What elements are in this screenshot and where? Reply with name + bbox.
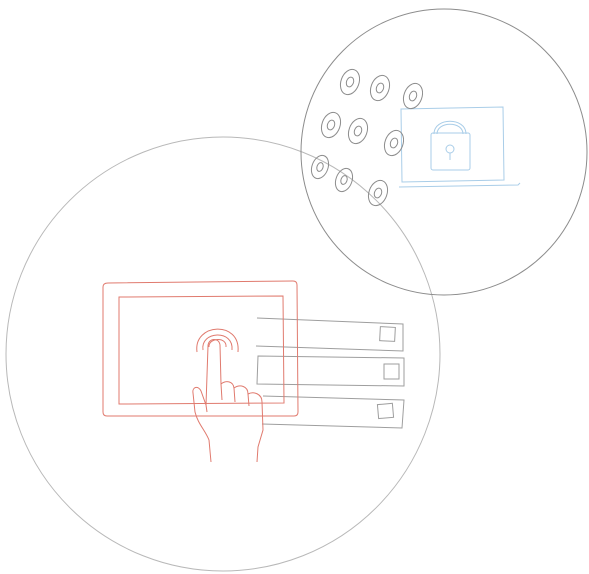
pointing-hand-icon (193, 339, 263, 462)
disc-2 (367, 73, 393, 104)
disc-3 (400, 81, 426, 112)
padlock-monitor-icon (399, 107, 520, 187)
list-bar-2 (257, 356, 404, 386)
list-bar-1 (256, 318, 403, 351)
disc-7 (308, 153, 331, 181)
small-circle-outline (301, 9, 587, 295)
list-bar-3 (262, 396, 404, 428)
touch-ripple-middle (203, 335, 232, 350)
disc-5 (345, 116, 371, 147)
sliding-list-bars-icon (256, 318, 404, 428)
disc-1 (337, 67, 363, 98)
disc-4 (318, 110, 344, 141)
large-circle-outline (6, 137, 440, 571)
disc-8 (332, 166, 355, 194)
disc-6 (381, 128, 407, 159)
disc-9 (365, 178, 391, 209)
